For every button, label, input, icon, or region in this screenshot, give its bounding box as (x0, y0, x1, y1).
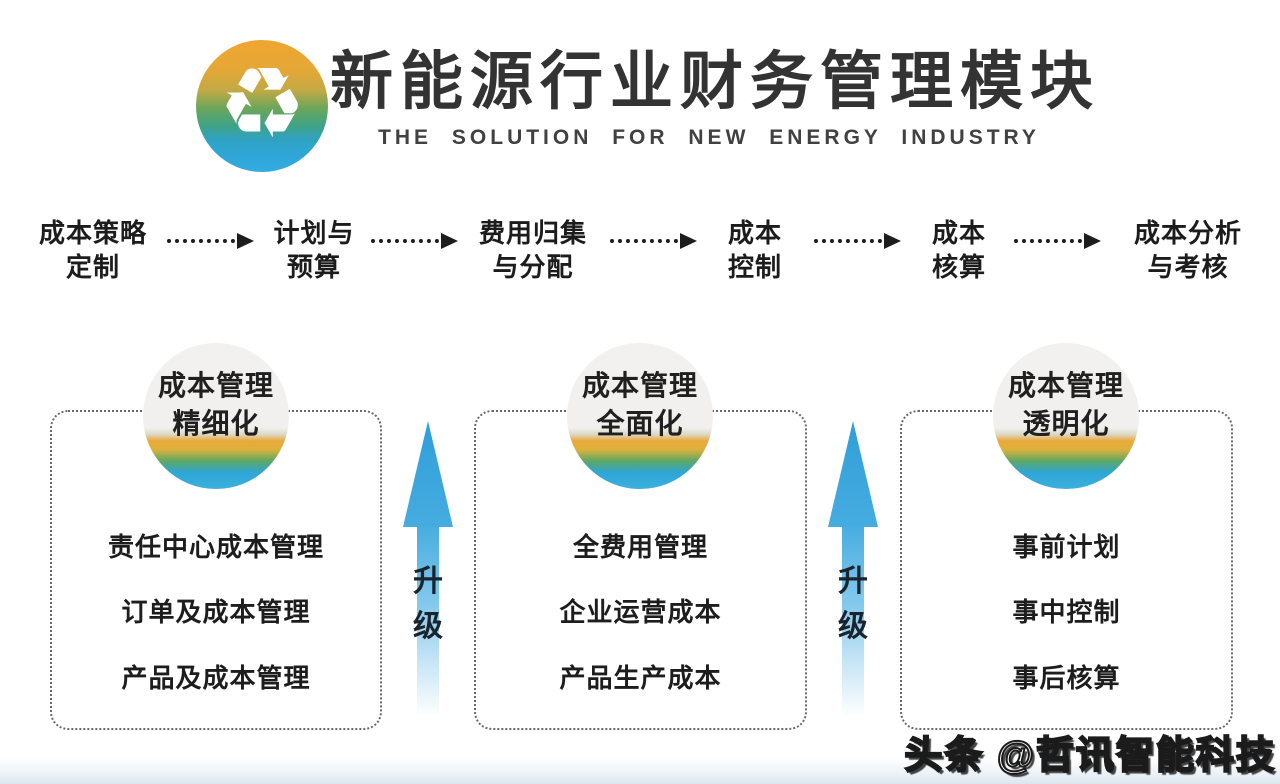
dotted-line (167, 239, 235, 243)
dotted-line (610, 239, 678, 243)
upgrade-arrow-2: 升级 (828, 421, 878, 721)
panel-item: 企业运营成本 (559, 597, 722, 627)
arrow-right-icon (1084, 233, 1101, 249)
dotted-line (814, 239, 882, 243)
flow-arrow-2 (371, 232, 458, 250)
badge-line1: 成本管理 (157, 370, 274, 401)
arrow-up-icon (828, 421, 878, 527)
dotted-line (1014, 239, 1082, 243)
panel-cost-comprehensive: 全费用管理 企业运营成本 产品生产成本 (474, 410, 807, 730)
badge-line2: 精细化 (172, 408, 260, 439)
flow-step-cost-analysis: 成本分析 与考核 (1098, 216, 1278, 284)
upgrade-label: 升级 (413, 565, 443, 643)
flow-step-plan-budget: 计划与 预算 (224, 216, 404, 284)
bottom-tint (0, 758, 1280, 784)
flow-step-cost-strategy: 成本策略 定制 (3, 216, 183, 284)
flow-step-line2: 预算 (286, 252, 341, 282)
flow-arrow-5 (1014, 232, 1101, 250)
flow-step-line1: 成本 (931, 218, 986, 248)
badge-line1: 成本管理 (581, 370, 698, 401)
arrow-right-icon (441, 233, 458, 249)
flow-step-line2: 定制 (65, 252, 120, 282)
badge-line2: 透明化 (1022, 408, 1110, 439)
panel-item: 责任中心成本管理 (107, 532, 324, 562)
flow-step-line1: 成本分析 (1133, 218, 1242, 248)
flow-arrow-3 (610, 232, 697, 250)
arrow-up-icon (403, 421, 453, 527)
header: 新能源行业财务管理模块 THE SOLUTION FOR NEW ENERGY … (330, 42, 1100, 150)
flow-step-line1: 成本 (727, 218, 782, 248)
flow-step-cost-accounting: 成本 核算 (869, 216, 1049, 284)
panel-item: 事中控制 (1012, 597, 1121, 627)
flow-step-line1: 成本策略 (38, 218, 147, 248)
recycle-icon: ♻ (218, 48, 306, 158)
flow-step-line2: 与分配 (492, 252, 574, 282)
flow-step-line2: 控制 (727, 252, 782, 282)
panel-item: 全费用管理 (572, 532, 708, 562)
flow-step-cost-control: 成本 控制 (665, 216, 845, 284)
page-title: 新能源行业财务管理模块 (330, 47, 1100, 117)
flow-arrow-4 (814, 232, 901, 250)
arrow-right-icon (680, 233, 697, 249)
panel-item: 事前计划 (1012, 532, 1121, 562)
dotted-line (371, 239, 439, 243)
panel-item: 订单及成本管理 (121, 597, 311, 627)
badge-line2: 全面化 (596, 408, 684, 439)
arrow-shaft (417, 527, 439, 717)
badge-cost-refinement: 成本管理 精细化 (143, 343, 289, 489)
flow-step-expense-collection: 费用归集 与分配 (443, 216, 623, 284)
recycle-logo: ♻ (196, 40, 328, 172)
badge-cost-transparency: 成本管理 透明化 (993, 343, 1139, 489)
upgrade-arrow-1: 升级 (403, 421, 453, 721)
badge-line1: 成本管理 (1007, 370, 1124, 401)
arrow-shaft (842, 527, 864, 717)
flow-step-line2: 与考核 (1147, 252, 1229, 282)
badge-cost-comprehensive: 成本管理 全面化 (567, 343, 713, 489)
flow-step-line1: 费用归集 (478, 218, 587, 248)
flow-step-line2: 核算 (931, 252, 986, 282)
watermark: 头条 @哲讯智能科技 (903, 734, 1276, 778)
flow-arrow-1 (167, 232, 254, 250)
arrow-right-icon (237, 233, 254, 249)
arrow-right-icon (884, 233, 901, 249)
upgrade-label: 升级 (838, 565, 868, 643)
panel-item: 产品及成本管理 (121, 663, 311, 693)
page-subtitle: THE SOLUTION FOR NEW ENERGY INDUSTRY (378, 125, 1040, 149)
flow-step-line1: 计划与 (273, 218, 355, 248)
panel-item: 产品生产成本 (559, 663, 722, 693)
panel-cost-refinement: 责任中心成本管理 订单及成本管理 产品及成本管理 (50, 410, 382, 730)
panel-item: 事后核算 (1012, 663, 1121, 693)
